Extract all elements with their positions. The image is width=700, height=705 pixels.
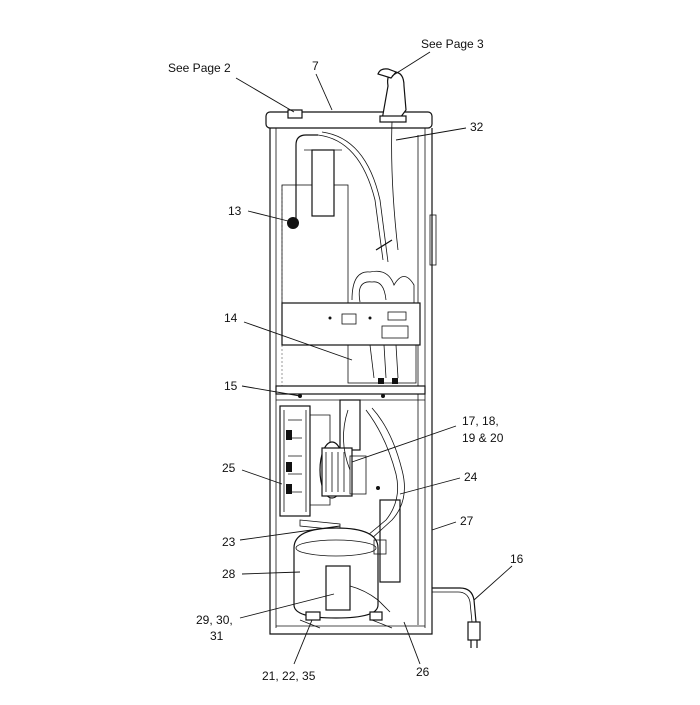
base-frame (269, 630, 433, 635)
condenser-tab (286, 484, 292, 494)
callout-21-22-35: 21, 22, 35 (262, 669, 316, 683)
fan-bracket (339, 399, 361, 451)
condenser-rails (283, 410, 307, 512)
leader-13 (247, 210, 289, 222)
callout-see-page-3: See Page 3 (421, 37, 484, 51)
bubbler-body (381, 71, 407, 121)
callout-7: 7 (312, 59, 319, 73)
callout-16: 16 (510, 552, 524, 566)
leader-23 (239, 525, 341, 541)
divider-shelf (275, 385, 426, 401)
leader-21 (293, 619, 313, 665)
callout-see-page-2: See Page 2 (168, 61, 231, 75)
condenser (279, 405, 311, 517)
box-wires (369, 344, 399, 379)
capillary-tube-b (361, 409, 399, 541)
bubbler-assembly (287, 68, 407, 123)
callout-19-20: 19 & 20 (462, 431, 504, 445)
panel-window-lower (381, 325, 409, 339)
callout-13: 13 (228, 204, 242, 218)
motor-lines (325, 452, 345, 492)
compressor-lead (349, 585, 391, 613)
bubbler-nozzle (377, 68, 398, 79)
supply-tube-a (317, 134, 384, 261)
leader-17 (351, 425, 457, 463)
compressor-foot (369, 611, 383, 621)
fan-motor (321, 447, 353, 497)
push-button (287, 109, 303, 119)
leader-see-page-3 (391, 51, 431, 77)
compressor-port (373, 539, 387, 555)
callout-31: 31 (210, 629, 224, 643)
leader-24 (399, 477, 461, 495)
compressor-seam (295, 539, 377, 557)
tank-cylinder (311, 149, 335, 217)
connector (378, 378, 384, 384)
motor-housing (349, 455, 367, 495)
callout-24: 24 (464, 470, 478, 484)
condenser-tab (286, 430, 292, 440)
leader-see-page-2 (235, 77, 295, 113)
leader-16 (473, 565, 513, 601)
callout-29-30: 29, 30, (196, 613, 233, 627)
plug-body (467, 621, 481, 641)
compressor-foot (305, 611, 321, 621)
power-cord (432, 587, 481, 648)
relay-overload (325, 565, 351, 611)
supply-tube-b (321, 131, 389, 263)
shelf-screw (381, 394, 385, 398)
leader-14 (243, 321, 353, 361)
wire-loop (343, 409, 351, 471)
refrigeration-section (279, 399, 405, 629)
hose-clamp (376, 486, 380, 490)
bubbler-tube (391, 121, 399, 251)
panel-screw (368, 316, 372, 320)
leader-15 (241, 385, 301, 397)
callout-labels: See Page 2 7 See Page 3 32 13 14 15 17, … (168, 37, 524, 683)
regulator-coil-inner (358, 281, 387, 303)
leader-25 (241, 469, 283, 485)
electrical-box (347, 344, 417, 384)
shelf-plate (275, 385, 426, 395)
panel-screw (328, 316, 332, 320)
cord-wire-b (432, 591, 473, 623)
drain-plug-13 (287, 217, 299, 229)
leader-29 (239, 593, 335, 619)
leader-26 (403, 621, 421, 665)
leader-28 (241, 571, 301, 575)
callout-17-18: 17, 18, (462, 414, 499, 428)
cooling-tank-area (281, 121, 399, 304)
condenser-tab (286, 462, 292, 472)
callout-28: 28 (222, 567, 236, 581)
mount-grommets (299, 619, 393, 629)
callout-15: 15 (224, 379, 238, 393)
regulator-assembly (281, 270, 421, 384)
panel-window-left (341, 313, 357, 325)
inlet-tube (295, 134, 318, 225)
callout-32: 32 (470, 120, 484, 134)
bubbler-base (379, 115, 407, 123)
callout-14: 14 (224, 311, 238, 325)
callout-25: 25 (222, 461, 236, 475)
callout-27: 27 (460, 514, 474, 528)
leader-32 (395, 127, 467, 141)
leader-27 (431, 521, 457, 531)
panel-window-right (387, 311, 407, 321)
leader-lines (235, 51, 513, 665)
cord-wire (432, 587, 477, 623)
callout-26: 26 (416, 665, 430, 679)
regulator-coils (351, 270, 415, 303)
filter-drier (379, 499, 401, 583)
tube-clamp (375, 239, 393, 251)
condenser-fins (288, 419, 302, 493)
capillary-tube (369, 407, 405, 541)
leader-7 (315, 73, 333, 111)
side-bracket (429, 214, 437, 266)
callout-23: 23 (222, 535, 236, 549)
connector (392, 378, 398, 384)
